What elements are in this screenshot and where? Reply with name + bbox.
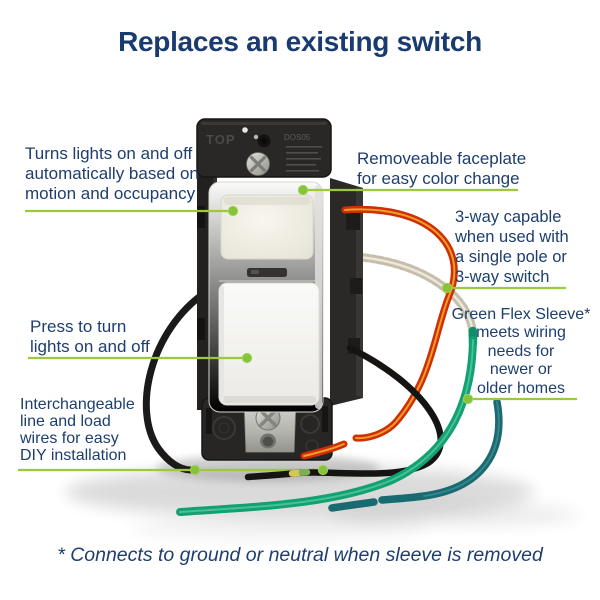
motion-sensor-lens [220, 194, 314, 260]
callout-dot-faceplate [297, 184, 309, 196]
callout-dot-load-wire [317, 464, 329, 476]
callout-line: when used with [455, 228, 569, 246]
led-indicator-glow [251, 270, 259, 274]
callout-line: Removeable faceplate [357, 149, 527, 168]
callout-line: line and load [20, 413, 111, 430]
emboss-logo [218, 422, 230, 434]
emboss-logo [300, 414, 320, 434]
top-marking: TOP [206, 132, 236, 147]
callout-line: Turns lights on and off [25, 144, 193, 163]
callout-line: wires for easy [20, 430, 119, 447]
callout-line: lights on and off [30, 336, 150, 356]
callout-three-way: 3-way capable when used with a single po… [455, 207, 569, 287]
callout-line: Press to turn [30, 317, 127, 336]
callout-line: motion and occupancy [25, 184, 196, 203]
callout-dot-line-wire [189, 464, 201, 476]
floor-shadows [65, 454, 580, 538]
callout-line: a single pole or [455, 248, 567, 266]
callout-faceplate: Removeable faceplate for easy color chan… [357, 149, 526, 189]
paddle-left-shade [220, 286, 224, 402]
callout-line: automatically based on [25, 164, 199, 183]
wire-black-load-band [288, 469, 303, 477]
callout-press: Press to turn lights on and off [30, 317, 150, 356]
wire-release-hole [260, 433, 276, 449]
strap-pilot-hole [253, 134, 259, 140]
callout-diy: Interchangeable line and load wires for … [20, 396, 135, 464]
mounting-screw-top [246, 152, 270, 176]
callout-dot-sleeve [462, 393, 474, 405]
strap-mount-hole-center [260, 137, 268, 145]
device-clip [350, 278, 362, 294]
wire-black-line [142, 288, 210, 474]
callout-line: for easy color change [357, 169, 520, 188]
strap-slot [206, 408, 212, 434]
wire-braided-highlight [340, 254, 475, 338]
emboss-logo [212, 416, 236, 440]
wire-green-flex-highlight [179, 339, 474, 513]
strap-left-rail-notch [197, 206, 205, 228]
ratings-print [286, 146, 322, 172]
model-marking: DOS05 [284, 133, 311, 142]
callout-line: Green Flex Sleeve* [451, 306, 591, 323]
footnote: * Connects to ground or neutral when sle… [57, 544, 543, 566]
wire-teal-highlight [423, 401, 500, 497]
strap-pilot-hole [242, 127, 248, 133]
wire-teal-tail [328, 498, 378, 512]
callout-line: 3-way switch [455, 268, 550, 286]
wire-red-stripe [344, 208, 456, 440]
callout-line: 3-way capable [455, 208, 562, 226]
callout-line: DIY installation [20, 447, 127, 464]
wire-red-tip-stripe [303, 443, 345, 457]
callout-line: needs for [487, 342, 555, 360]
callout-dot-three-way [441, 282, 453, 294]
paddle-bottom-shadow [222, 396, 316, 403]
strap-top-plate-highlight [201, 122, 327, 125]
callout-sleeve: Green Flex Sleeve* meets wiring needs fo… [450, 306, 592, 398]
callout-motion: Turns lights on and off automatically ba… [25, 144, 199, 204]
device-clip [346, 212, 360, 230]
lens-inner-shadow [224, 197, 310, 205]
callout-dot-motion [227, 205, 239, 217]
callout-line: Interchangeable [20, 396, 135, 413]
callout-dot-press [241, 352, 253, 364]
strap-slot [322, 406, 328, 432]
strap-top-plate [196, 118, 332, 178]
headline: Replaces an existing switch [118, 26, 482, 57]
callout-line: meets wiring [476, 324, 566, 342]
strap-left-rail-notch [197, 318, 205, 340]
callout-line: older homes [476, 379, 566, 397]
paddle-button [218, 282, 320, 406]
switch-device: TOP DOS05 [196, 118, 363, 461]
callout-line: newer or [489, 361, 553, 379]
